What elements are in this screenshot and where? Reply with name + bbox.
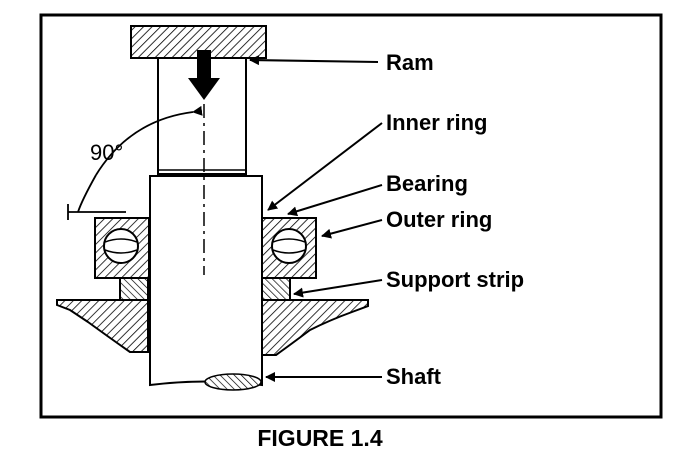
angle-indicator xyxy=(67,105,203,220)
leader-lines xyxy=(249,55,383,382)
ram-force-arrow xyxy=(188,50,220,100)
support-plate-right xyxy=(261,299,369,356)
label-bearing: Bearing xyxy=(386,171,468,196)
figure-frame xyxy=(39,13,663,419)
shaft xyxy=(149,175,263,391)
bearing-left xyxy=(94,217,150,279)
angle-label: 90° xyxy=(90,140,123,165)
bearing-right xyxy=(261,217,317,279)
label-shaft: Shaft xyxy=(386,364,442,389)
support-plate-left xyxy=(56,299,149,353)
label-inner-ring: Inner ring xyxy=(386,110,487,135)
label-support-strip: Support strip xyxy=(386,267,524,292)
label-ram: Ram xyxy=(386,50,434,75)
support-strip-left xyxy=(119,277,149,301)
support-strip-right xyxy=(261,277,291,301)
label-outer-ring: Outer ring xyxy=(386,207,492,232)
figure-caption: FIGURE 1.4 xyxy=(257,425,383,451)
